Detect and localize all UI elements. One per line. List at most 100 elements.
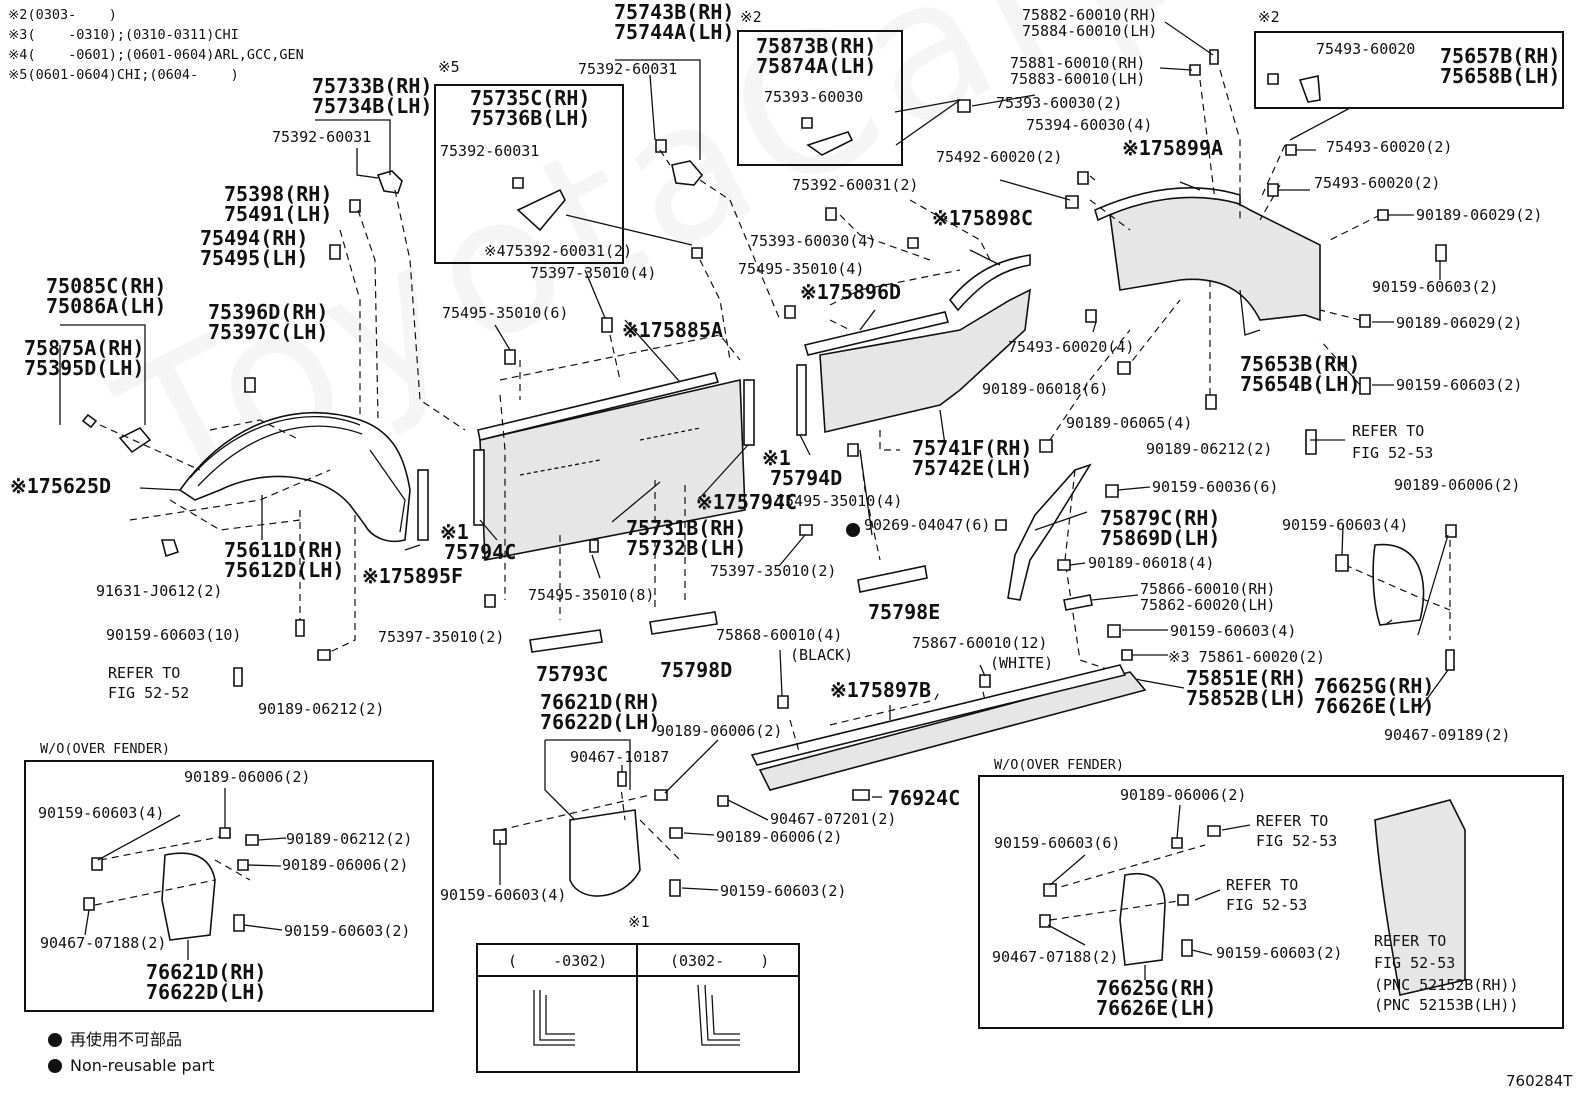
part-label: ※475392-60031(2) (484, 242, 633, 260)
variant-table (476, 943, 800, 1073)
part-label: 75392-60031 (440, 142, 540, 160)
part-label: 75884-60010(LH) (1022, 22, 1158, 40)
refer-text: FIG 52-53 (1374, 954, 1456, 972)
part-label: ※175794C (696, 490, 798, 514)
part-label: 76621D(RH) (146, 960, 267, 984)
part-label: 90467-09189(2) (1384, 726, 1511, 744)
part-label: 90189-06212(2) (286, 830, 413, 848)
part-label: 75393-60030(4) (750, 232, 877, 250)
part-label: ※175625D (10, 474, 112, 498)
part-label: 75653B(RH) (1240, 352, 1361, 376)
part-label: 75794D (770, 466, 843, 490)
front-door-panel (473, 372, 755, 561)
part-label: 75495(LH) (200, 246, 309, 270)
part-label: 75734B(LH) (312, 94, 433, 118)
refer-text: FIG 52-53 (1256, 832, 1338, 850)
part-label: 90189-06006(2) (656, 722, 783, 740)
part-label: 90189-06029(2) (1416, 206, 1543, 224)
part-label: ※175897B (830, 678, 932, 702)
part-label: 90159-60603(2) (720, 882, 847, 900)
part-label: 90159-60036(6) (1152, 478, 1279, 496)
part-label: 91631-J0612(2) (96, 582, 223, 600)
part-label: 75394-60030(4) (1026, 116, 1153, 134)
part-label: 90189-06212(2) (258, 700, 385, 718)
part-label: 90159-60603(4) (440, 886, 567, 904)
inset-box-75657B (1254, 31, 1564, 109)
part-label: 75397C(LH) (208, 320, 329, 344)
part-label: ※175898C (932, 206, 1034, 230)
part-label: (WHITE) (990, 654, 1054, 672)
legend-english: Non-reusable part (70, 1056, 215, 1075)
refer-text: REFER TO (1352, 422, 1425, 440)
part-label: 75611D(RH) (224, 538, 345, 562)
part-label: ※175896D (800, 280, 902, 304)
part-label: 75794C (444, 540, 517, 564)
note-3: ※3( -0310);(0310-0311)CHI (8, 27, 239, 43)
part-label: 75392-60031 (578, 60, 678, 78)
part-label: 75879C(RH) (1100, 506, 1221, 530)
part-label: 75396D(RH) (208, 300, 329, 324)
part-label: 75397-35010(2) (378, 628, 505, 646)
part-label: 90159-60603(2) (1396, 376, 1523, 394)
part-label: 75493-60020 (1316, 40, 1416, 58)
part-label: 75862-60020(LH) (1140, 596, 1276, 614)
part-label: 90467-07188(2) (40, 934, 167, 952)
part-label: 90467-07201(2) (770, 810, 897, 828)
refer-text: (PNC 52152B(RH)) (1374, 976, 1519, 994)
part-label: 75495-35010(4) (776, 492, 903, 510)
inset-box-75735C (434, 84, 624, 264)
refer-text: REFER TO (1374, 932, 1447, 950)
part-label: 75883-60010(LH) (1010, 70, 1146, 88)
part-label: 75731B(RH) (626, 516, 747, 540)
part-label: ※1 (440, 520, 469, 544)
part-label: 90159-60603(2) (1372, 278, 1499, 296)
part-label: 90467-10187 (570, 748, 670, 766)
section-mark-5: ※5 (438, 58, 460, 76)
part-label: 75873B(RH) (756, 34, 877, 58)
part-label: 75733B(RH) (312, 74, 433, 98)
part-label: 90189-06212(2) (1146, 440, 1273, 458)
part-label: 75495-35010(8) (528, 586, 655, 604)
note-2: ※2(0303- ) (8, 7, 117, 23)
figure-id: 760284T (1506, 1072, 1573, 1090)
part-label: 76626E(LH) (1096, 996, 1217, 1020)
part-label: 75393-60030(2) (996, 94, 1123, 112)
table-column-divider (636, 943, 638, 1071)
part-label: 75735C(RH) (470, 86, 591, 110)
part-label: 75852B(LH) (1186, 686, 1307, 710)
part-label: 75493-60020(4) (1008, 338, 1135, 356)
part-label: 76625G(RH) (1314, 674, 1435, 698)
part-label: 75493-60020(2) (1326, 138, 1453, 156)
part-label: 76924C (888, 786, 961, 810)
part-label: 75874A(LH) (756, 54, 877, 78)
part-label: 75493-60020(2) (1314, 174, 1441, 192)
part-label: 90189-06006(2) (184, 768, 311, 786)
part-label: 75392-60031(2) (792, 176, 919, 194)
part-label: 90189-06006(2) (1120, 786, 1247, 804)
part-label: ※3 75861-60020(2) (1168, 648, 1326, 666)
part-label: 75658B(LH) (1440, 64, 1561, 88)
box-title: W/O(OVER FENDER) (40, 741, 171, 757)
part-label: 75793C (536, 662, 609, 686)
part-label: 75882-60010(RH) (1022, 6, 1158, 24)
wo-over-fender-box-front (24, 760, 434, 1012)
table-header-late: (0302- ) (670, 952, 770, 970)
part-label: 75798E (868, 600, 941, 624)
part-label: 75875A(RH) (24, 336, 145, 360)
part-label: 90189-06006(2) (716, 828, 843, 846)
refer-text: REFER TO (1256, 812, 1329, 830)
part-label: 75397-35010(4) (530, 264, 657, 282)
part-label: 90159-60603(4) (1282, 516, 1409, 534)
part-label: 75867-60010(12) (912, 634, 1048, 652)
part-label: 76622D(LH) (146, 980, 267, 1004)
part-label: 90159-60603(2) (284, 922, 411, 940)
part-label: 76625G(RH) (1096, 976, 1217, 1000)
refer-text: FIG 52-53 (1226, 896, 1308, 914)
part-label: 75657B(RH) (1440, 44, 1561, 68)
part-label: 90159-60603(6) (994, 834, 1121, 852)
part-label: 75741F(RH) (912, 436, 1033, 460)
part-label: 75851E(RH) (1186, 666, 1307, 690)
part-label: 90159-60603(2) (1216, 944, 1343, 962)
part-label: 75869D(LH) (1100, 526, 1221, 550)
